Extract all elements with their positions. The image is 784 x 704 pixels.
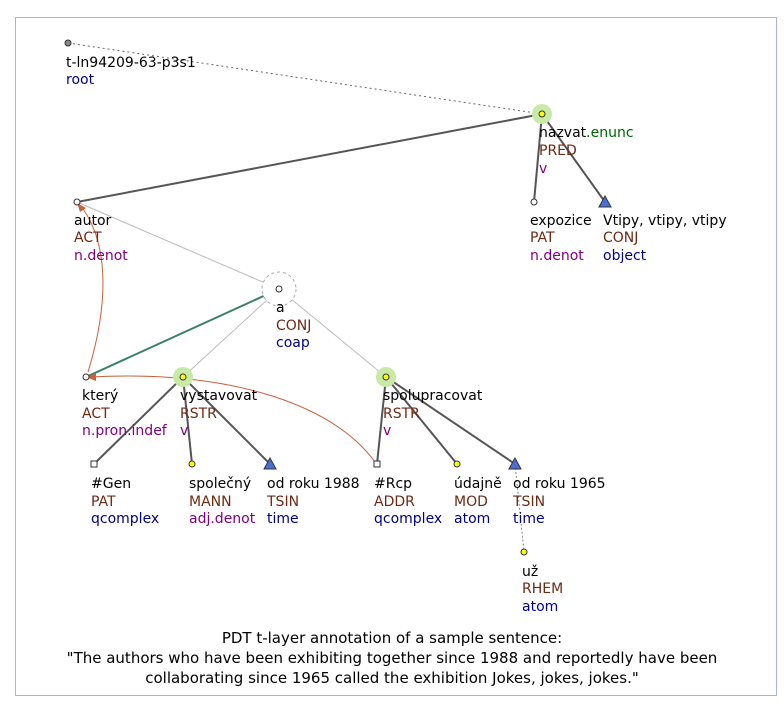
diagram-frame (15, 17, 777, 696)
label-spolupracovat-sem: v (383, 423, 392, 439)
edge-vystavovat-gen (93, 376, 184, 465)
label-vtipy-lemma: Vtipy, vtipy, vtipy (603, 213, 727, 229)
edge-a-ktery (85, 288, 280, 378)
node-gen-square (90, 460, 98, 468)
label-expozice-functor: PAT (530, 230, 555, 246)
label-gen-lemma: #Gen (91, 476, 132, 492)
root-node (64, 39, 72, 47)
caption-line-3: collaborating since 1965 called the exhi… (145, 669, 639, 687)
coref-arrowhead-autor (77, 203, 86, 212)
coref-rcp-ktery (89, 375, 376, 463)
coref-arrowhead-ktery (86, 373, 96, 381)
label-udajne-type: atom (454, 511, 491, 527)
edge-nazvat-autor (76, 113, 543, 203)
node-expozice (530, 198, 538, 206)
label-autor-lemma: autor (74, 213, 112, 229)
label-spolecny-lemma: společný (189, 476, 252, 492)
label-vystavovat-sem: v (180, 423, 189, 439)
label-a-type: coap (276, 335, 310, 351)
label-ktery-sem: n.pron.indef (82, 423, 167, 439)
label-udajne-lemma: údajně (454, 476, 502, 492)
edge-a-vystavovat (182, 288, 280, 378)
node-a (275, 285, 283, 293)
edge-a-spolupracovat (278, 288, 387, 378)
label-uz-lemma: už (522, 564, 539, 580)
label-nazvat-functor: PRED (539, 143, 577, 159)
root-label: root (66, 72, 95, 88)
label-spolecny-sem: adj.denot (189, 511, 256, 527)
node-vystavovat (179, 373, 187, 381)
label-a-functor: CONJ (276, 318, 312, 334)
edge-nazvat-vtipy (541, 113, 606, 203)
label-nazvat-sem: v (539, 161, 548, 177)
label-autor-sem: n.denot (74, 248, 128, 264)
node-spolecny (188, 460, 196, 468)
node-autor (73, 198, 81, 206)
label-ktery-functor: ACT (82, 406, 110, 422)
node-vtipy-triangle (598, 194, 612, 208)
label-odroku1988-functor: TSIN (267, 494, 300, 510)
node-odroku1965-triangle (508, 456, 522, 470)
label-odroku1988-type: time (267, 511, 299, 527)
lemma-nazvat: nazvat (539, 125, 587, 141)
label-ktery-lemma: který (82, 388, 119, 404)
edge-spolupracovat-rcp (376, 376, 387, 465)
caption-line-1: PDT t-layer annotation of a sample sente… (221, 629, 563, 647)
coref-ktery-autor (79, 204, 104, 373)
label-odroku1965-type: time (513, 511, 545, 527)
tree-id-label: t-ln94209-63-p3s1 (66, 55, 196, 71)
edge-vystavovat-spolecny (182, 376, 193, 465)
label-odroku1965-functor: TSIN (513, 494, 546, 510)
label-spolupracovat-functor: RSTR (383, 406, 420, 422)
label-vtipy-type: object (603, 248, 647, 264)
label-nazvat-lemma: nazvat.enunc (539, 124, 634, 142)
label-udajne-functor: MOD (454, 494, 488, 510)
label-a-lemma: a (276, 300, 285, 316)
label-spolecny-functor: MANN (189, 494, 232, 510)
figure-caption: PDT t-layer annotation of a sample sente… (0, 628, 784, 688)
node-uz (520, 548, 528, 556)
edge-odroku1965-uz (514, 463, 525, 553)
label-expozice-lemma: expozice (530, 213, 592, 229)
label-expozice-sem: n.denot (530, 248, 584, 264)
label-gen-functor: PAT (91, 494, 116, 510)
edge-spolupracovat-odroku1965 (385, 376, 516, 465)
label-odroku1988-lemma: od roku 1988 (267, 476, 360, 492)
label-rcp-type: qcomplex (374, 511, 443, 527)
caption-line-2: "The authors who have been exhibiting to… (66, 649, 718, 667)
label-rcp-lemma: #Rcp (374, 476, 413, 492)
node-rcp-square (373, 460, 381, 468)
label-vtipy-functor: CONJ (603, 230, 639, 246)
suffix-enunc: .enunc (586, 125, 634, 141)
node-odroku1988-triangle (263, 456, 277, 470)
node-nazvat (538, 110, 546, 118)
edge-autor-a (76, 201, 280, 290)
label-vystavovat-lemma: vystavovat (180, 388, 258, 404)
edge-vystavovat-odroku1988 (182, 376, 271, 465)
edge-spolupracovat-udajne (385, 376, 458, 465)
node-ktery (82, 373, 90, 381)
label-spolupracovat-lemma: spolupracovat (383, 388, 483, 404)
node-spolupracovat (382, 373, 390, 381)
node-udajne (453, 460, 461, 468)
label-vystavovat-functor: RSTR (180, 406, 217, 422)
label-rcp-functor: ADDR (374, 494, 415, 510)
label-uz-type: atom (522, 599, 559, 615)
label-odroku1965-lemma: od roku 1965 (513, 476, 606, 492)
label-autor-functor: ACT (74, 230, 102, 246)
label-gen-type: qcomplex (91, 511, 160, 527)
label-uz-functor: RHEM (522, 581, 564, 597)
edge-nazvat-expozice (533, 113, 543, 203)
